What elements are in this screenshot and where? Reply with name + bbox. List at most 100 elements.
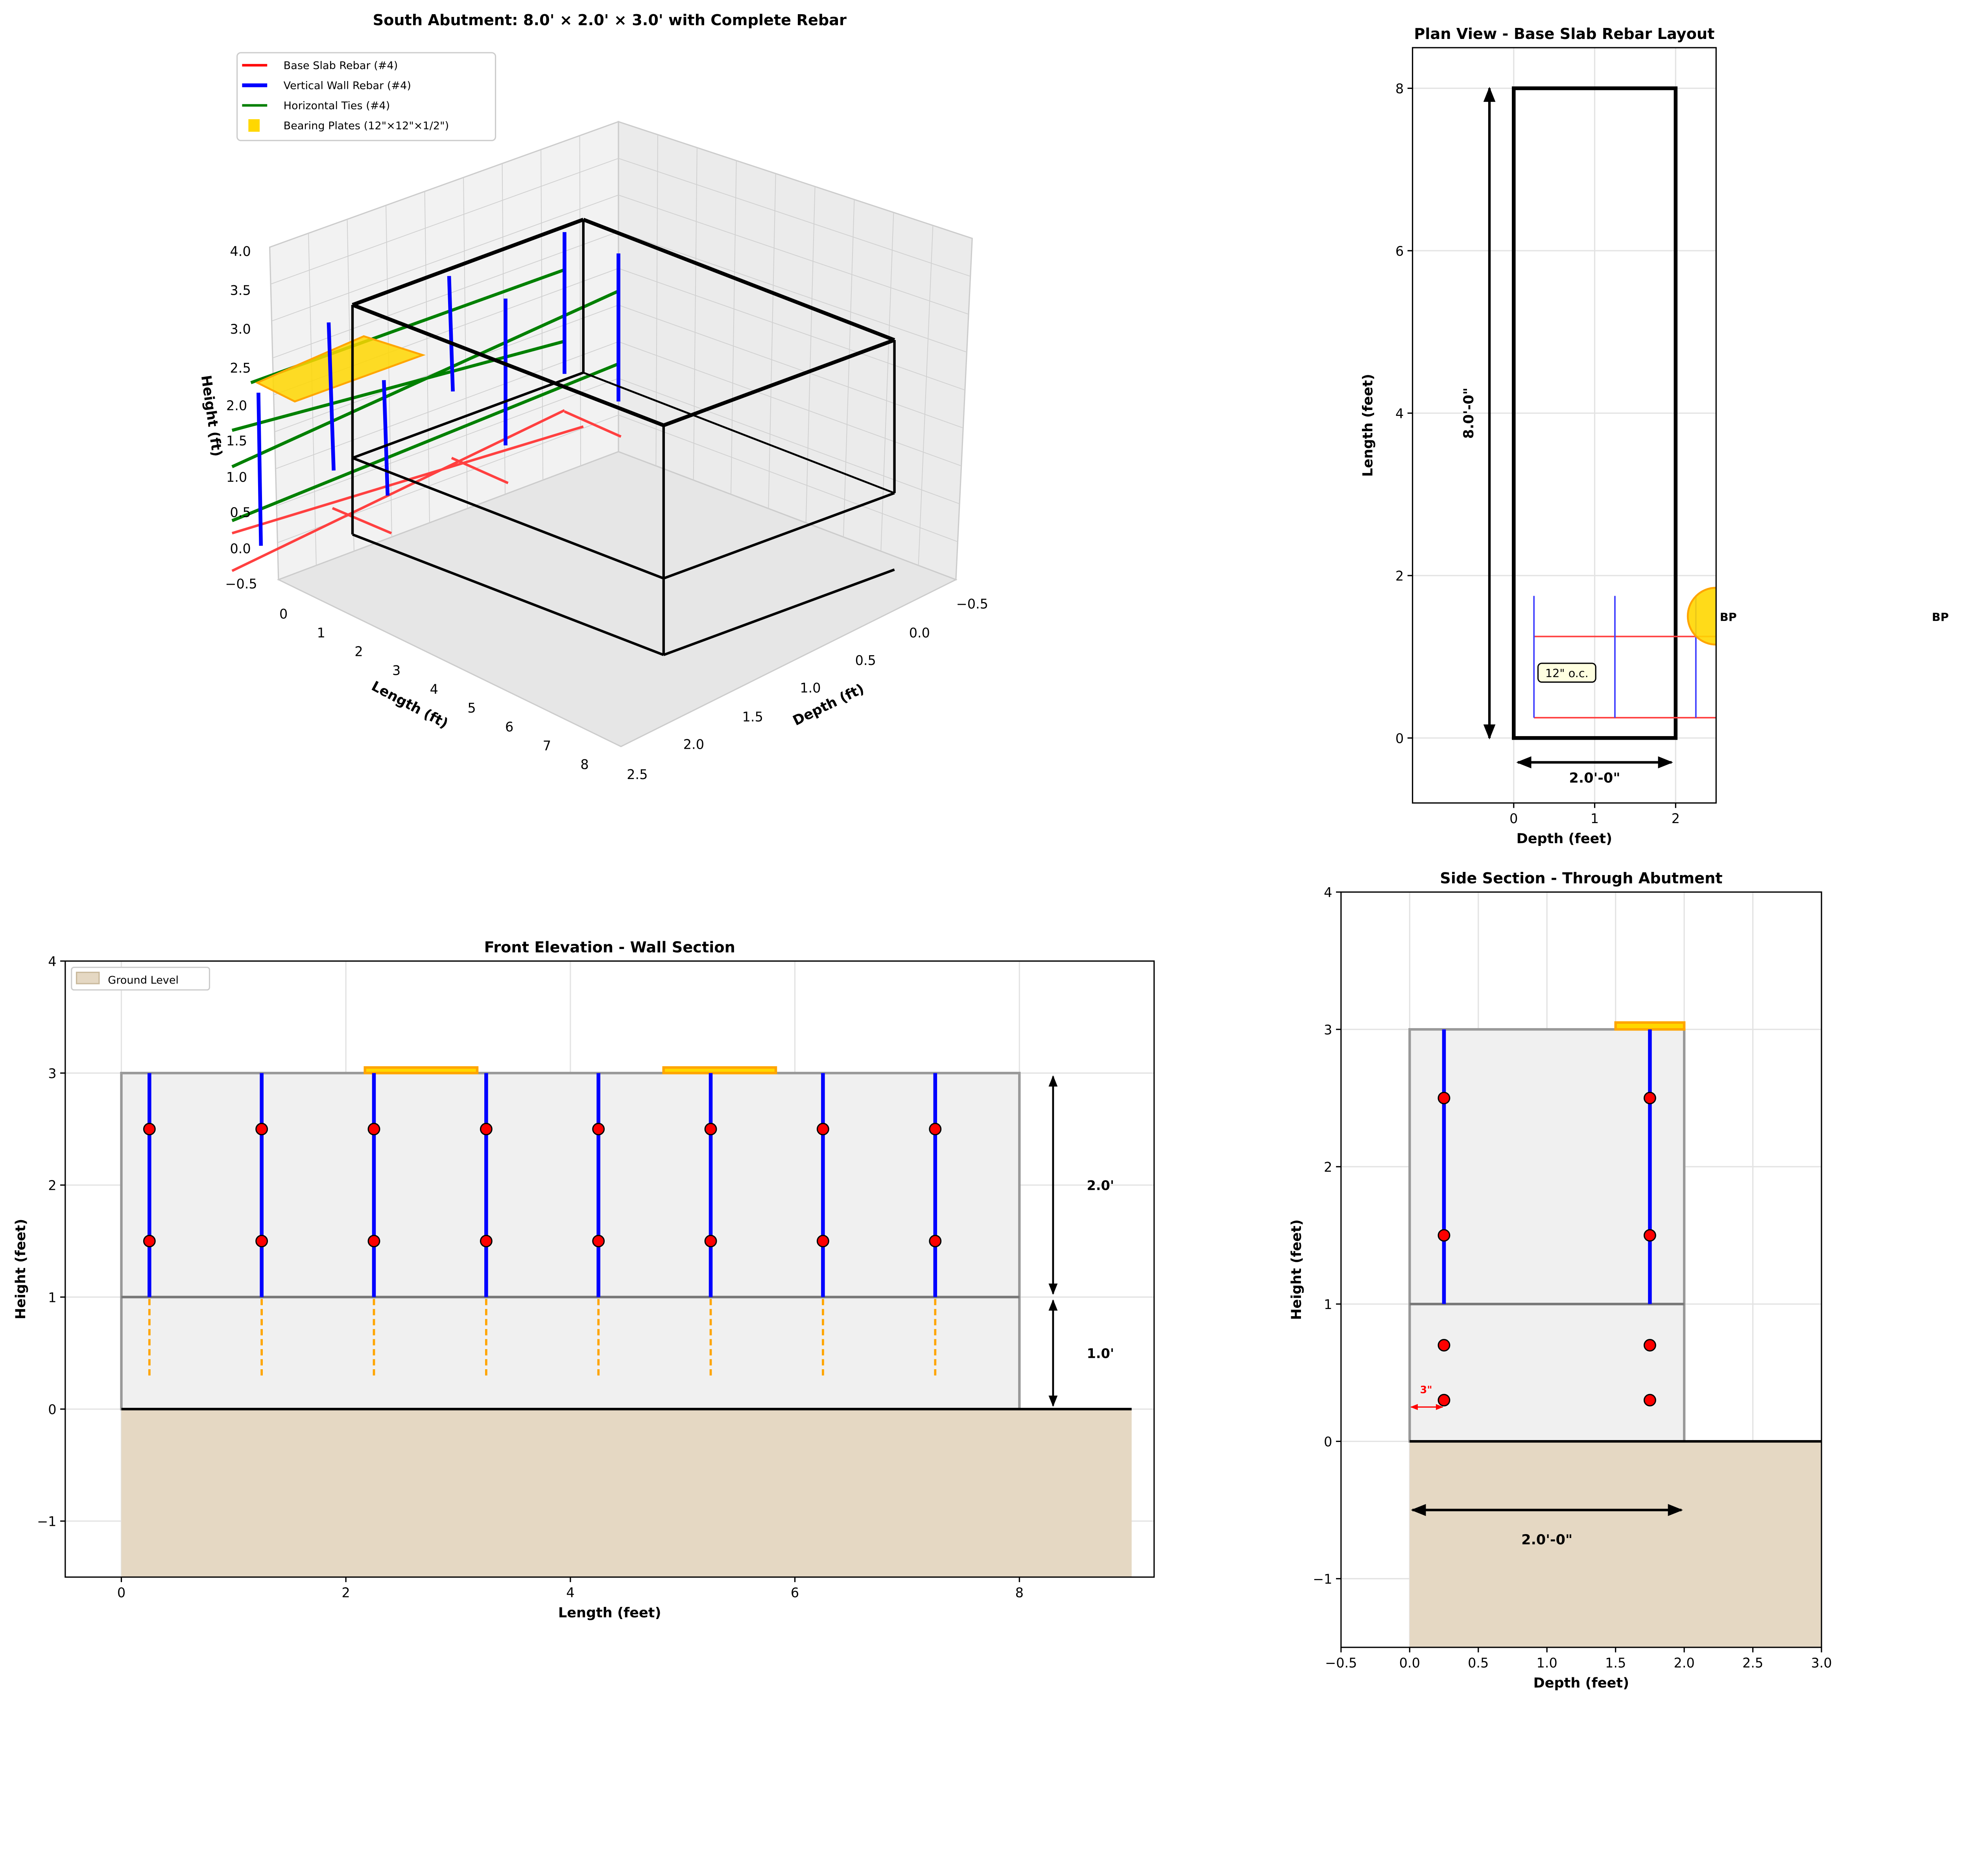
z-axis-label: Height (ft) — [198, 374, 225, 458]
grid-line — [308, 233, 317, 566]
vertical-wall-rebar — [327, 322, 336, 471]
grid-line — [918, 225, 934, 566]
rebar-dot — [1643, 1394, 1656, 1407]
legend-label: Horizontal Ties (#4) — [284, 100, 390, 112]
y-tick-label: 6 — [1395, 244, 1404, 259]
plot-area: 2.0'1.0' — [65, 961, 1154, 1577]
grid-line — [843, 199, 855, 537]
abutment-outline — [583, 218, 895, 342]
z-tick-label: 1.0 — [226, 469, 247, 485]
grid-line — [768, 174, 776, 509]
abutment-outline — [352, 218, 584, 307]
axes-frame — [1340, 891, 1822, 1648]
x-axis-label: Depth (feet) — [1517, 831, 1613, 847]
abutment-outline — [663, 492, 895, 580]
abutment-outline — [352, 371, 584, 459]
z-tick-label: 0.5 — [230, 505, 251, 520]
ground-fill — [1410, 1441, 1822, 1647]
horizontal-tie-dot — [592, 1235, 605, 1248]
y-axis-label: Height (feet) — [13, 1219, 29, 1320]
horizontal-tie-dot — [816, 1235, 829, 1248]
rebar-dot — [1437, 1091, 1450, 1104]
horizontal-tie-dot — [929, 1235, 942, 1248]
y-tick-label: 0.0 — [909, 625, 930, 641]
y-tick-label: 1.0 — [800, 680, 821, 696]
horizontal-tie-dot — [592, 1123, 605, 1136]
rebar-dot — [1643, 1091, 1656, 1104]
rebar-dot — [1643, 1339, 1656, 1352]
y-tick-label: 4 — [1324, 885, 1332, 900]
horizontal-tie-dot — [480, 1235, 493, 1248]
grid-line — [618, 268, 965, 391]
horizontal-tie — [231, 340, 565, 432]
axes-frame — [65, 960, 1155, 1578]
z-tick-label: 3.5 — [230, 283, 251, 298]
abutment-figure: South Abutment: 8.0' × 2.0' × 3.0' with … — [13, 11, 1949, 1691]
base-slab-rebar — [332, 507, 392, 535]
spacing-note-box — [1537, 663, 1596, 683]
legend-label: Base Slab Rebar (#4) — [284, 59, 398, 72]
legend — [71, 966, 210, 991]
z-tick-label: 3.0 — [230, 321, 251, 337]
x-axis-label: Depth (feet) — [1533, 1675, 1629, 1691]
x-tick-label: 0 — [1509, 811, 1518, 826]
base-slab-rebar — [564, 410, 622, 438]
vertical-wall-rebar — [256, 393, 263, 546]
y-tick-label: 0 — [1395, 731, 1404, 746]
base-slab-rebar — [231, 409, 565, 572]
horizontal-tie-dot — [929, 1123, 942, 1136]
rebar-dot — [1437, 1394, 1450, 1407]
axes-frame — [1412, 47, 1717, 804]
y-tick-label: 3 — [48, 1066, 56, 1081]
grid-line — [880, 212, 894, 551]
abutment-outline — [663, 338, 895, 427]
horizontal-tie-dot — [480, 1123, 493, 1136]
wall-section — [1408, 1028, 1686, 1443]
legend-label: Vertical Wall Rebar (#4) — [284, 79, 411, 92]
horizontal-tie-dot — [367, 1123, 380, 1136]
grid-line — [579, 135, 581, 466]
y-tick-label: 3 — [1324, 1022, 1332, 1038]
spacing-note: 12" o.c. — [1545, 667, 1589, 680]
y-tick-label: 8 — [1395, 81, 1404, 96]
grid-line — [463, 177, 468, 509]
horizontal-tie-dot — [143, 1123, 156, 1136]
x-tick-label: 4 — [566, 1585, 574, 1600]
x-tick-label: 8 — [580, 757, 589, 772]
depth-dimension-label: 2.0'-0" — [1569, 770, 1620, 786]
3d-view: South Abutment: 8.0' × 2.0' × 3.0' with … — [198, 11, 988, 782]
abutment-outline — [352, 303, 664, 427]
z-tick-label: 1.5 — [226, 433, 247, 449]
plot-area — [1412, 48, 1716, 803]
x-tick-label: 7 — [543, 738, 551, 753]
grid-line — [618, 158, 971, 277]
x-tick-label: 1.0 — [1537, 1655, 1557, 1671]
y-tick-label: 4 — [48, 954, 56, 969]
y-tick-label: 1.5 — [742, 709, 763, 725]
horizontal-tie-dot — [367, 1235, 380, 1248]
horizontal-tie-dot — [255, 1123, 268, 1136]
3d-legend: Base Slab Rebar (#4) Vertical Wall Rebar … — [236, 52, 496, 141]
grid-line — [618, 341, 961, 466]
y-tick-label: 2 — [1395, 569, 1404, 584]
horizontal-tie-dot — [704, 1123, 717, 1136]
y-axis-label: Length (feet) — [1360, 374, 1376, 477]
x-tick-label: 2.5 — [1742, 1655, 1763, 1671]
grid-line — [805, 186, 816, 523]
rebar-dot — [1437, 1339, 1450, 1352]
bearing-plate-label: BP — [1720, 610, 1737, 624]
x-tick-label: 3.0 — [1811, 1655, 1832, 1671]
legend-swatch — [248, 119, 260, 132]
x-tick-label: 1.5 — [1605, 1655, 1626, 1671]
bearing-plate — [1614, 1021, 1686, 1031]
ground-fill — [121, 1409, 1132, 1577]
z-tick-label: 2.5 — [230, 360, 251, 376]
grid-line — [618, 378, 960, 504]
grid-line — [424, 191, 430, 523]
abutment-outline — [352, 533, 664, 656]
width-dimension-label: 2.0'-0" — [1521, 1532, 1572, 1548]
dimension-label: 2.0' — [1087, 1178, 1114, 1193]
grid-line — [541, 150, 543, 480]
x-tick-label: 6 — [505, 719, 513, 735]
